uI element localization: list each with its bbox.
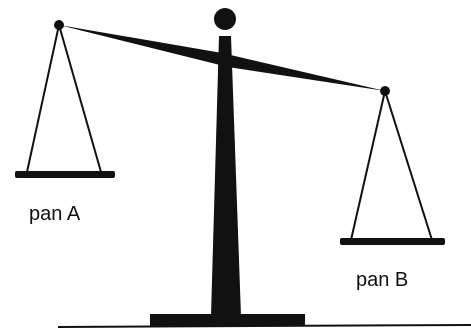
- pan-b-string-left: [350, 90, 386, 241]
- pan-a-label: pan A: [29, 203, 81, 225]
- balance-beam: [59, 25, 385, 91]
- pan-b-dish: [340, 238, 445, 245]
- pan-a-string-left: [26, 24, 60, 173]
- scale-top-knob: [214, 8, 236, 30]
- pan-a-dish: [15, 171, 115, 178]
- pan-b-string-right: [384, 90, 433, 241]
- scale-base: [150, 314, 305, 326]
- pan-a-string-right: [58, 24, 102, 173]
- pan-b-label: pan B: [356, 269, 409, 291]
- scale-post: [211, 36, 241, 316]
